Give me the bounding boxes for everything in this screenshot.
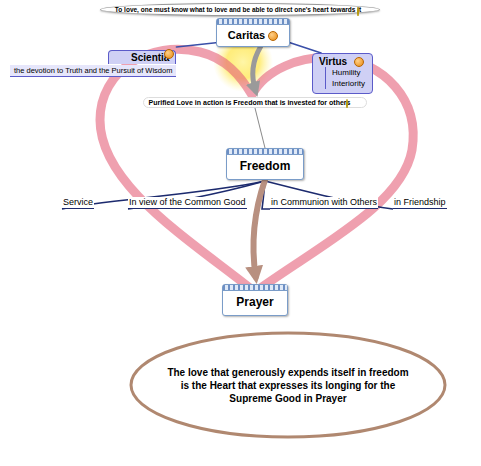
branch-box: Scientiathe devotion to Truth and the Pu…: [10, 47, 176, 77]
node-title: The love that generously expends itself …: [163, 366, 413, 405]
node-title: Prayer: [236, 295, 273, 309]
bulb-icon: [357, 7, 359, 16]
topic-icon: [354, 57, 364, 67]
branch-box: VirtusHumilityInteriority: [312, 53, 373, 94]
topic-box: Prayer: [222, 284, 287, 316]
node-title: Freedom: [240, 159, 291, 173]
node-title: To love, one must know what to love and …: [115, 6, 361, 13]
branch-label: In view of the Common Good: [128, 197, 247, 209]
connector: [253, 180, 265, 277]
node-title: Purified Love in action is Freedom that …: [149, 99, 351, 106]
node-title: Caritas: [228, 29, 265, 41]
oval-ring: [131, 333, 445, 437]
summary-oval: The love that generously expends itself …: [128, 330, 448, 440]
topic-icon: [268, 31, 278, 41]
topic-box: Freedom: [226, 148, 305, 180]
topic-box: Caritas: [216, 18, 290, 47]
node-text: Interiority: [325, 78, 365, 89]
branch-label: in Friendship: [393, 197, 447, 209]
connector: [255, 108, 265, 148]
connector: [290, 43, 321, 53]
node-text: the devotion to Truth and the Pursuit of…: [10, 65, 176, 77]
connector: [176, 43, 215, 47]
branch-lines: [62, 181, 393, 209]
branch-label: in Communion with Others: [270, 197, 378, 209]
node-text: Humility: [325, 67, 365, 78]
connector: [253, 47, 261, 91]
branch-label: Service: [62, 197, 94, 209]
callout-note: Purified Love in action is Freedom that …: [143, 97, 368, 108]
intro-note: To love, one must know what to love and …: [100, 3, 380, 16]
